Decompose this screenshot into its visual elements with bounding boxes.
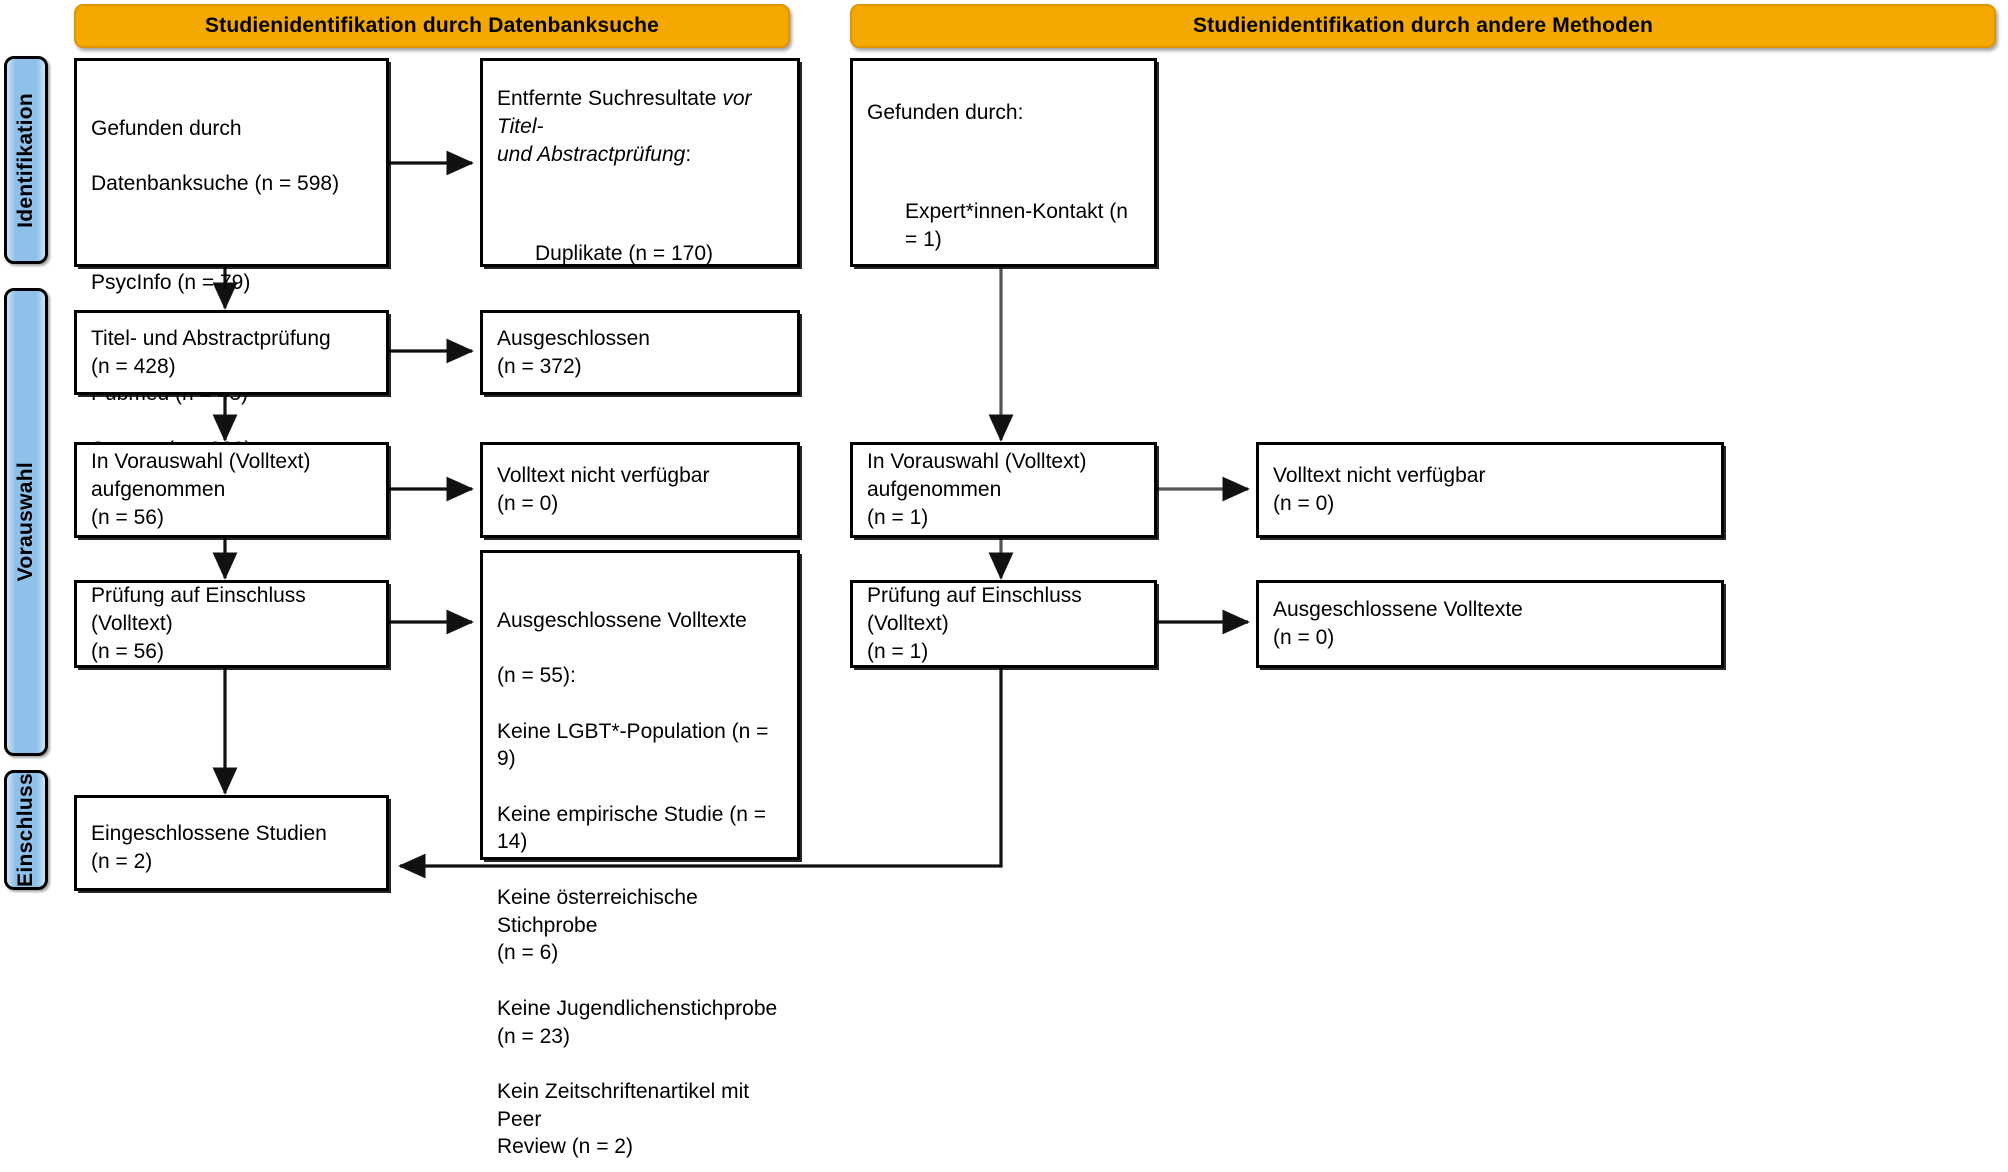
fulltext-excluded-reason-3: Keine Jugendlichenstichprobe (n = 23) bbox=[497, 996, 778, 1048]
box-title-abstract-screening-text: Titel- und Abstractprüfung (n = 428) bbox=[91, 326, 331, 378]
records-other-line1: Gefunden durch: bbox=[867, 101, 1024, 125]
box-screening-excluded: Ausgeschlossen (n = 372) bbox=[480, 310, 800, 395]
box-included-studies: Eingeschlossene Studien (n = 2) bbox=[74, 795, 389, 891]
records-identified-line1: Gefunden durch bbox=[91, 116, 242, 140]
fulltext-excluded-reason-4: Kein Zeitschriftenartikel mit Peer Revie… bbox=[497, 1079, 750, 1159]
box-fulltext-unavailable-other-text: Volltext nicht verfügbar (n = 0) bbox=[1273, 464, 1486, 515]
removed-lead-plain: Entfernte Suchresultate bbox=[497, 87, 723, 111]
fulltext-excluded-count: (n = 55): bbox=[497, 664, 576, 688]
removed-duplicates-detail: Duplikate (n = 170) bbox=[535, 241, 714, 265]
box-fulltext-excluded-db: Ausgeschlossene Volltexte (n = 55): Kein… bbox=[480, 550, 800, 1158]
box-included-studies-text: Eingeschlossene Studien (n = 2) bbox=[91, 822, 327, 873]
removed-lead-tail: : bbox=[685, 142, 692, 166]
box-screening-excluded-text: Ausgeschlossen (n = 372) bbox=[497, 326, 650, 378]
phase-label-einschluss: Einschluss bbox=[14, 773, 37, 887]
box-fulltext-excluded-other-text: Ausgeschlossene Volltexte (n = 0) bbox=[1273, 598, 1523, 649]
section-header-database-search-label: Studienidentifikation durch Datenbanksuc… bbox=[204, 14, 660, 37]
section-header-other-methods: Studienidentifikation durch andere Metho… bbox=[850, 4, 1996, 48]
box-fulltext-excluded-db-text: Ausgeschlossene Volltexte (n = 55): Kein… bbox=[483, 553, 797, 1172]
fulltext-excluded-reason-0: Keine LGBT*-Population (n = 9) bbox=[497, 719, 769, 771]
section-header-other-methods-label: Studienidentifikation durch andere Metho… bbox=[1192, 14, 1654, 37]
box-fulltext-unavailable-other: Volltext nicht verfügbar (n = 0) bbox=[1256, 442, 1724, 538]
box-preselection-other: In Vorauswahl (Volltext) aufgenommen (n … bbox=[850, 442, 1157, 538]
records-identified-line2: Datenbanksuche (n = 598) bbox=[91, 172, 340, 196]
box-records-other-methods-text: Gefunden durch: Expert*innen-Kontakt (n … bbox=[853, 71, 1154, 253]
box-preselection-db-text: In Vorauswahl (Volltext) aufgenommen (n … bbox=[91, 450, 311, 529]
phase-label-vorauswahl: Vorauswahl bbox=[14, 462, 37, 582]
records-other-line2: Expert*innen-Kontakt (n = 1) bbox=[905, 200, 1128, 251]
box-preselection-other-text: In Vorauswahl (Volltext) aufgenommen (n … bbox=[867, 450, 1087, 529]
phase-label-identifikation: Identifikation bbox=[14, 92, 37, 228]
phase-bar-vorauswahl: Vorauswahl bbox=[4, 288, 48, 756]
box-removed-before-screening: Entfernte Suchresultate vor Titel- und A… bbox=[480, 58, 800, 267]
box-fulltext-excluded-other: Ausgeschlossene Volltexte (n = 0) bbox=[1256, 580, 1724, 668]
box-eligibility-other-text: Prüfung auf Einschluss (Volltext) (n = 1… bbox=[867, 584, 1082, 663]
phase-bar-einschluss: Einschluss bbox=[4, 770, 48, 890]
box-fulltext-unavailable-db-text: Volltext nicht verfügbar (n = 0) bbox=[497, 464, 710, 515]
box-fulltext-unavailable-db: Volltext nicht verfügbar (n = 0) bbox=[480, 442, 800, 538]
fulltext-excluded-reason-2: Keine österreichische Stichprobe (n = 6) bbox=[497, 885, 698, 965]
box-preselection-db: In Vorauswahl (Volltext) aufgenommen (n … bbox=[74, 442, 389, 538]
box-eligibility-other: Prüfung auf Einschluss (Volltext) (n = 1… bbox=[850, 580, 1157, 668]
fulltext-excluded-reason-1: Keine empirische Studie (n = 14) bbox=[497, 802, 767, 854]
box-eligibility-db-text: Prüfung auf Einschluss (Volltext) (n = 5… bbox=[91, 584, 306, 663]
phase-bar-identifikation: Identifikation bbox=[4, 56, 48, 264]
removed-lead-italic: vor Titel- und Abstractprüfung bbox=[497, 87, 752, 166]
records-identified-source-0: PsycInfo (n = 79) bbox=[91, 271, 251, 295]
box-eligibility-db: Prüfung auf Einschluss (Volltext) (n = 5… bbox=[74, 580, 389, 668]
removed-lead: Entfernte Suchresultate vor Titel- und A… bbox=[497, 85, 783, 168]
box-title-abstract-screening: Titel- und Abstractprüfung (n = 428) bbox=[74, 310, 389, 395]
section-header-database-search: Studienidentifikation durch Datenbanksuc… bbox=[74, 4, 790, 48]
box-records-identified: Gefunden durch Datenbanksuche (n = 598) … bbox=[74, 58, 389, 516]
fulltext-excluded-heading: Ausgeschlossene Volltexte bbox=[497, 608, 747, 632]
box-removed-before-screening-text: Entfernte Suchresultate vor Titel- und A… bbox=[483, 57, 797, 267]
box-records-other-methods: Gefunden durch: Expert*innen-Kontakt (n … bbox=[850, 58, 1157, 267]
